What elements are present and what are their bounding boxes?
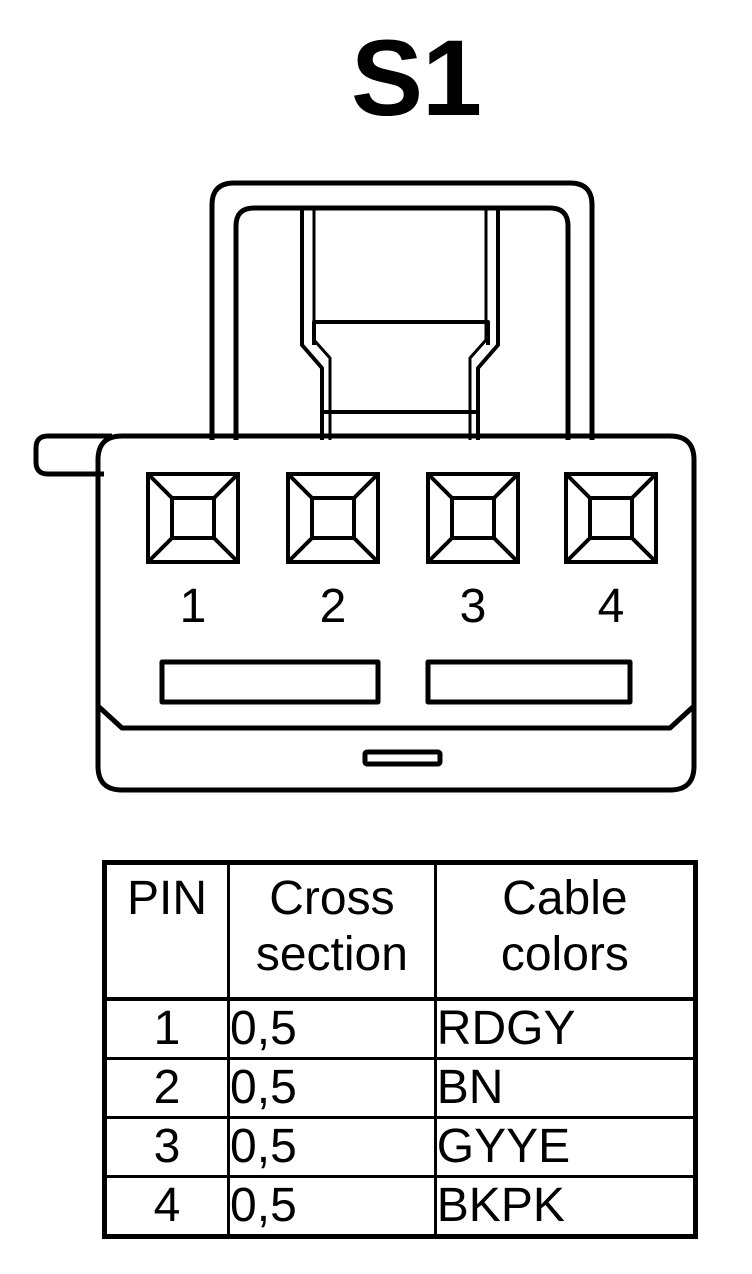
pin-label-3: 3 [460, 580, 487, 633]
cell-cross-section: 0,5 [227, 1057, 437, 1119]
housing-body [95, 433, 697, 793]
cell-pin: 1 [102, 997, 231, 1060]
cell-cable-color: RDGY [433, 997, 698, 1060]
latch-outer-frame [209, 180, 595, 440]
cell-cross-section: 0,5 [227, 1116, 437, 1178]
connector-title: S1 [350, 17, 482, 138]
header-cable-colors-line1: Cable [502, 872, 628, 925]
cell-cable-color: BN [433, 1057, 698, 1119]
pin-label-4: 4 [598, 580, 625, 633]
pin-cavity-4 [564, 472, 658, 564]
pin-label-1: 1 [180, 580, 207, 633]
latch-tongue-plate [312, 320, 490, 345]
header-cable-colors: Cable colors [433, 861, 698, 1001]
table-row: 1 0,5 RDGY [102, 997, 698, 1060]
cell-cross-section: 0,5 [227, 997, 437, 1060]
connector-drawing: 1 2 3 4 [33, 180, 697, 793]
pin-cavity-3 [426, 472, 520, 564]
pin-table: PIN Cross section Cable colors 1 0,5 RDG… [102, 860, 698, 1239]
cell-cable-color: GYYE [433, 1116, 698, 1178]
header-cross-section: Cross section [227, 861, 437, 1001]
cell-pin: 2 [102, 1057, 231, 1119]
latch-tongue-left-inner [312, 208, 332, 440]
bottom-slot [362, 749, 443, 767]
lower-slot-right [425, 659, 633, 705]
header-cross-section-line2: section [255, 928, 408, 981]
cell-cross-section: 0,5 [227, 1175, 437, 1238]
cell-pin: 4 [102, 1175, 231, 1238]
lower-slot-left [159, 659, 381, 705]
latch-tongue-right-inner [468, 208, 488, 440]
table-header-row: PIN Cross section Cable colors [102, 861, 698, 1001]
header-pin: PIN [102, 861, 231, 1001]
header-cross-section-line1: Cross [269, 872, 395, 925]
latch-tongue-left [300, 208, 324, 440]
pin-cavity-2 [286, 472, 380, 564]
header-cable-colors-line2: colors [500, 928, 629, 981]
cell-cable-color: BKPK [433, 1175, 698, 1238]
cell-pin: 3 [102, 1116, 231, 1178]
latch-tongue-right [476, 208, 500, 440]
housing-step [96, 704, 696, 731]
table-row: 3 0,5 GYYE [102, 1116, 698, 1178]
pin-label-2: 2 [320, 580, 347, 633]
latch-inner-frame [233, 205, 571, 440]
table-row: 2 0,5 BN [102, 1057, 698, 1119]
pin-cavity-1 [146, 472, 240, 564]
table-row: 4 0,5 BKPK [102, 1175, 698, 1238]
side-tab [33, 433, 112, 477]
